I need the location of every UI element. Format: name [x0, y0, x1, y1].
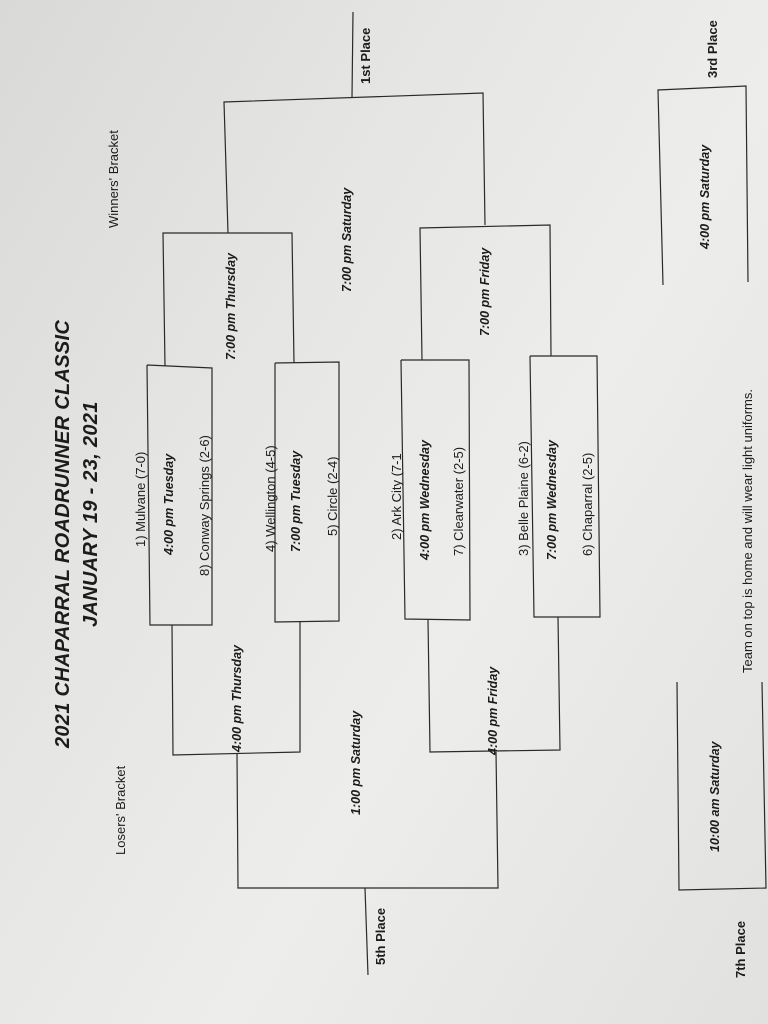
- team-seed-3: 3) Belle Plaine (6-2): [516, 441, 531, 556]
- losers-bracket-label: Losers' Bracket: [113, 765, 128, 855]
- team-seed-6: 6) Chaparral (2-5): [580, 452, 595, 556]
- winners-final-connector: [223, 92, 486, 234]
- losers-semi-time-2: 4:00 pm Friday: [486, 666, 500, 755]
- winners-semi-time-1: 7:00 pm Thursday: [224, 253, 238, 360]
- home-team-note: Team on top is home and will wear light …: [740, 389, 755, 673]
- game-time-1: 4:00 pm Tuesday: [162, 453, 176, 555]
- third-place-box: [657, 85, 749, 286]
- team-seed-7: 7) Clearwater (2-5): [451, 446, 466, 556]
- bracket-game-box: [400, 359, 471, 621]
- fifth-place-line: [364, 887, 369, 976]
- winners-semi-time-2: 7:00 pm Friday: [478, 247, 492, 336]
- game-time-3: 4:00 pm Wednesday: [418, 440, 432, 560]
- losers-semi-connector: [427, 616, 561, 753]
- losers-semi-time-1: 4:00 pm Thursday: [230, 645, 244, 752]
- championship-time: 7:00 pm Saturday: [340, 187, 354, 292]
- team-seed-4: 4) Wellington (4-5): [263, 445, 278, 552]
- fifth-place-game-time: 1:00 pm Saturday: [349, 710, 363, 815]
- third-place-label: 3rd Place: [705, 20, 720, 78]
- team-seed-2: 2) Ark City (7-1: [389, 453, 404, 540]
- losers-semi-connector: [171, 622, 301, 756]
- losers-final-connector: [236, 751, 499, 889]
- fifth-place-label: 5th Place: [373, 907, 388, 965]
- first-place-label: 1st Place: [358, 27, 373, 84]
- team-seed-5: 5) Circle (2-4): [325, 456, 340, 536]
- page-subtitle: JANUARY 19 - 23, 2021: [80, 401, 102, 627]
- first-place-line: [351, 11, 354, 98]
- game-time-4: 7:00 pm Wednesday: [545, 440, 559, 560]
- bracket-game-box: [529, 355, 601, 618]
- bracket-game-box: [274, 361, 340, 623]
- bracket-game-box: [146, 364, 213, 626]
- seventh-place-game-time: 10:00 am Saturday: [708, 741, 722, 852]
- page-title: 2021 CHAPARRAL ROADRUNNER CLASSIC: [52, 319, 74, 748]
- seventh-place-label: 7th Place: [733, 920, 748, 978]
- team-seed-8: 8) Conway Springs (2-6): [197, 435, 212, 576]
- game-time-2: 7:00 pm Tuesday: [289, 450, 303, 552]
- winners-bracket-label: Winners' Bracket: [106, 130, 121, 228]
- team-seed-1: 1) Mulvane (7-0): [133, 451, 148, 547]
- winners-semi-connector: [419, 224, 552, 361]
- third-place-time: 4:00 pm Saturday: [698, 144, 712, 249]
- seventh-place-box: [676, 681, 767, 891]
